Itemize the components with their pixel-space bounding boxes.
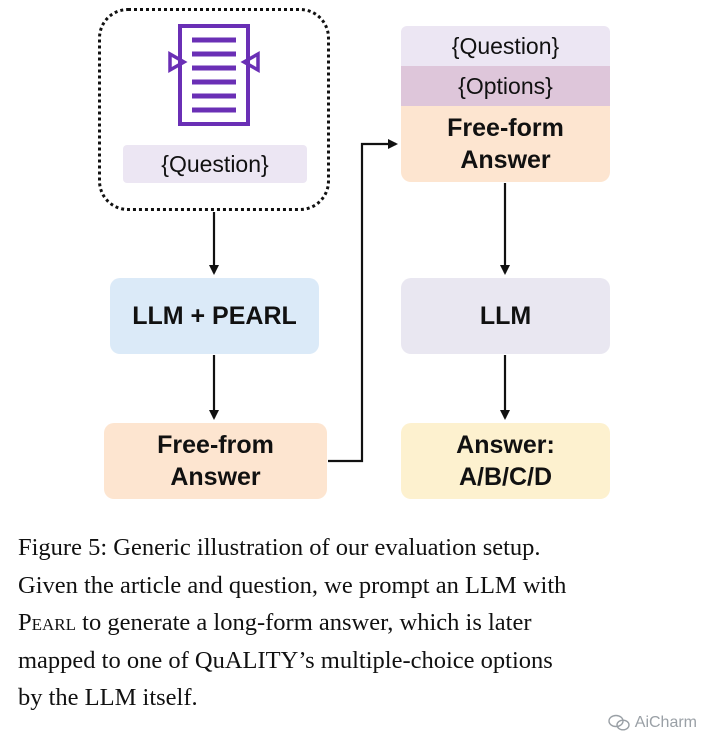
question-tag-left: {Question} [123, 145, 307, 183]
arrow-answer-to-right-stack [328, 139, 398, 463]
free-form-answer-left-box: Free-from Answer [104, 423, 327, 499]
chat-bubble-icon [608, 714, 630, 731]
final-answer-box: Answer: A/B/C/D [401, 423, 610, 499]
caption-line-3: Pearl to generate a long-form answer, wh… [18, 604, 708, 642]
final-answer-line1: Answer: [456, 431, 555, 459]
question-tag-right: {Question} [401, 26, 610, 66]
free-form-answer-left-line1: Free-from [157, 431, 274, 459]
figure-caption: Figure 5: Generic illustration of our ev… [18, 529, 708, 717]
caption-line-5: by the LLM itself. [18, 684, 198, 711]
free-form-answer-right-line1: Free-form [447, 114, 564, 142]
article-input-frame [98, 8, 330, 211]
caption-line-3-rest: to generate a long-form answer, which is… [76, 609, 532, 636]
free-form-answer-right-box: Free-form Answer [401, 106, 610, 182]
caption-line-2: Given the article and question, we promp… [18, 571, 567, 599]
pearl-name: Pearl [18, 609, 77, 636]
free-form-answer-right-line2: Answer [460, 146, 551, 174]
caption-line-4: mapped to one of QuALITY’s multiple-choi… [18, 646, 553, 674]
llm-pearl-box: LLM + PEARL [110, 278, 319, 354]
arrows-layer [209, 139, 510, 463]
options-tag: {Options} [401, 66, 610, 106]
free-form-answer-left-line2: Answer [170, 463, 261, 491]
llm-box: LLM [401, 278, 610, 354]
watermark-text: AiCharm [634, 714, 697, 731]
document-icon [168, 24, 260, 126]
final-answer-line2: A/B/C/D [458, 463, 553, 491]
caption-line-1: Figure 5: Generic illustration of our ev… [18, 534, 541, 561]
watermark: AiCharm [608, 714, 697, 732]
